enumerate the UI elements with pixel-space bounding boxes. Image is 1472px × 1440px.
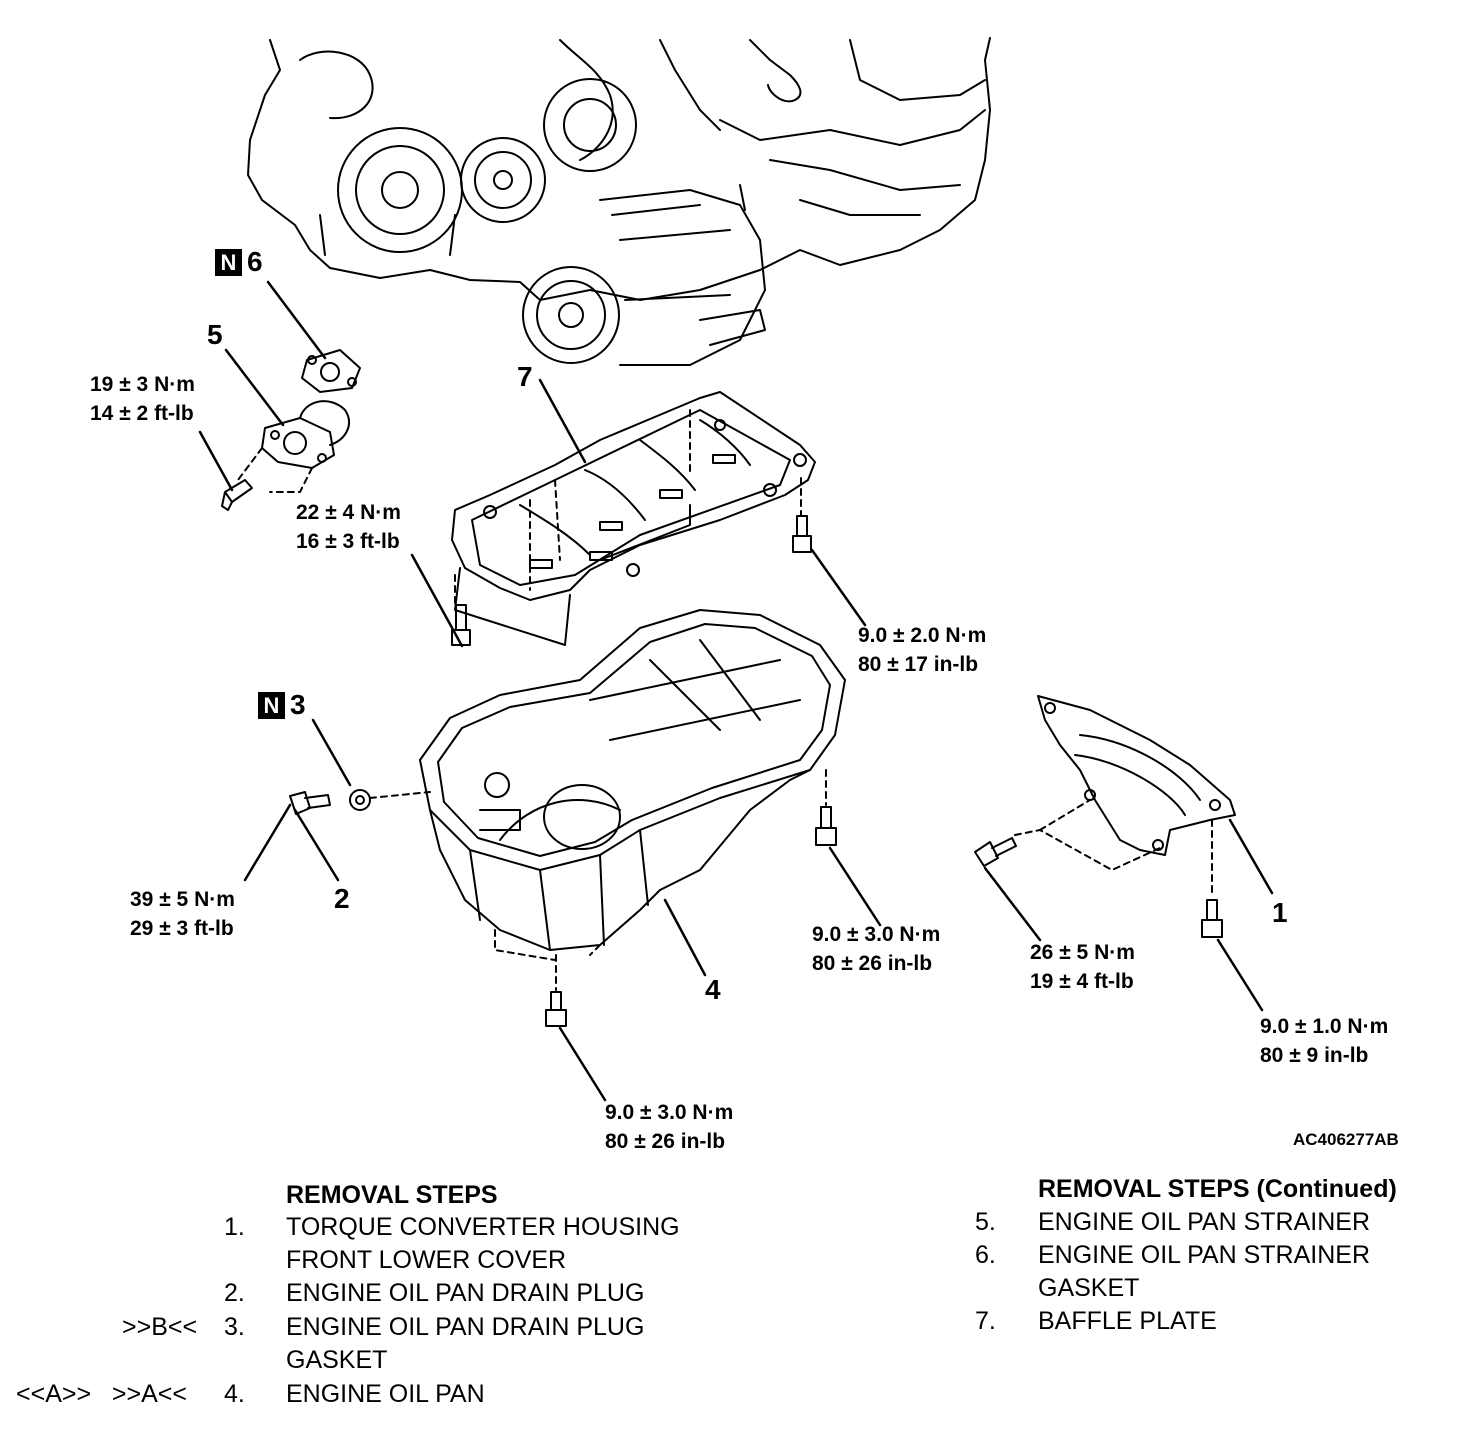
torque-spec-baffle-left: 22 ± 4 N·m 16 ± 3 ft-lb [296, 498, 401, 556]
drain-plug [289, 791, 331, 815]
torque-imperial: 19 ± 4 ft-lb [1030, 970, 1134, 993]
torque-converter-cover [1037, 695, 1236, 856]
callout-2: 2 [334, 883, 350, 914]
step-text: TORQUE CONVERTER HOUSING [286, 1213, 680, 1241]
torque-nm: 9.0 ± 1.0 N·m [1260, 1015, 1389, 1038]
callout-5: 5 [207, 319, 223, 350]
step-text: FRONT LOWER COVER [286, 1246, 567, 1274]
torque-nm: 39 ± 5 N·m [130, 888, 235, 911]
torque-imperial: 80 ± 26 in-lb [812, 952, 933, 975]
torque-nm: 22 ± 4 N·m [296, 501, 401, 524]
callout-3: 3 [290, 689, 306, 720]
torque-spec-oil-pan-right: 9.0 ± 3.0 N·m 80 ± 26 in-lb [812, 920, 940, 978]
cover-bolt-left [974, 837, 1017, 867]
engine-oil-pan [419, 609, 846, 961]
step-number: 3. [224, 1313, 245, 1341]
step-number: 2. [224, 1279, 245, 1307]
step-text: ENGINE OIL PAN [286, 1380, 485, 1408]
step-text: GASKET [1038, 1274, 1140, 1302]
torque-imperial: 80 ± 9 in-lb [1260, 1044, 1369, 1067]
step-text: BAFFLE PLATE [1038, 1307, 1217, 1335]
callout-6: 6 [247, 246, 263, 277]
new-part-badge: N [258, 692, 285, 719]
new-part-badge: N [215, 249, 242, 276]
callout-1: 1 [1272, 897, 1288, 928]
torque-spec-strainer: 19 ± 3 N·m 14 ± 2 ft-lb [90, 370, 195, 428]
torque-spec-cover-side: 26 ± 5 N·m 19 ± 4 ft-lb [1030, 938, 1135, 996]
cover-bolt-bottom [1201, 899, 1223, 938]
torque-nm: 26 ± 5 N·m [1030, 941, 1135, 964]
torque-imperial: 29 ± 3 ft-lb [130, 917, 234, 940]
removal-steps-continued-title: REMOVAL STEPS (Continued) [1038, 1175, 1397, 1203]
baffle-plate [451, 391, 816, 646]
strainer-bolt [221, 479, 253, 511]
torque-spec-cover-bolt: 9.0 ± 1.0 N·m 80 ± 9 in-lb [1260, 1012, 1388, 1070]
torque-nm: 9.0 ± 2.0 N·m [858, 624, 987, 647]
torque-imperial: 16 ± 3 ft-lb [296, 530, 400, 553]
baffle-bolt-right [792, 515, 812, 553]
baffle-bolt-left [451, 604, 471, 646]
step-number: 7. [975, 1307, 996, 1335]
callout-4: 4 [705, 974, 721, 1005]
oil-pan-strainer [261, 400, 350, 469]
step-marks: <<A>> >>A<< [16, 1380, 187, 1408]
drain-plug-gasket [349, 789, 371, 811]
figure-reference: AC406277AB [1293, 1130, 1399, 1149]
step-text: ENGINE OIL PAN DRAIN PLUG [286, 1313, 645, 1341]
step-text: ENGINE OIL PAN DRAIN PLUG [286, 1279, 645, 1307]
step-text: GASKET [286, 1346, 388, 1374]
step-number: 5. [975, 1208, 996, 1236]
torque-nm: 9.0 ± 3.0 N·m [812, 923, 941, 946]
step-text: ENGINE OIL PAN STRAINER [1038, 1208, 1371, 1236]
torque-spec-baffle-right: 9.0 ± 2.0 N·m 80 ± 17 in-lb [858, 621, 986, 679]
torque-imperial: 80 ± 17 in-lb [858, 653, 979, 676]
step-marks: >>B<< [122, 1313, 198, 1341]
torque-imperial: 80 ± 26 in-lb [605, 1130, 726, 1153]
oil-pan-bolt-right [815, 806, 837, 846]
oil-pan-bolt-bottom [545, 991, 567, 1027]
step-number: 4. [224, 1380, 245, 1408]
step-text: ENGINE OIL PAN STRAINER [1038, 1241, 1371, 1269]
torque-spec-drain-plug: 39 ± 5 N·m 29 ± 3 ft-lb [130, 885, 235, 943]
callout-7: 7 [517, 361, 533, 392]
leader-lines [198, 280, 1274, 1102]
step-number: 1. [224, 1213, 245, 1241]
torque-nm: 9.0 ± 3.0 N·m [605, 1101, 734, 1124]
strainer-gasket [301, 349, 361, 393]
torque-spec-oil-pan-bottom: 9.0 ± 3.0 N·m 80 ± 26 in-lb [605, 1098, 733, 1156]
torque-imperial: 14 ± 2 ft-lb [90, 402, 194, 425]
removal-steps-title: REMOVAL STEPS [286, 1181, 498, 1209]
engine-assembly [247, 37, 991, 366]
torque-nm: 19 ± 3 N·m [90, 373, 195, 396]
step-number: 6. [975, 1241, 996, 1269]
